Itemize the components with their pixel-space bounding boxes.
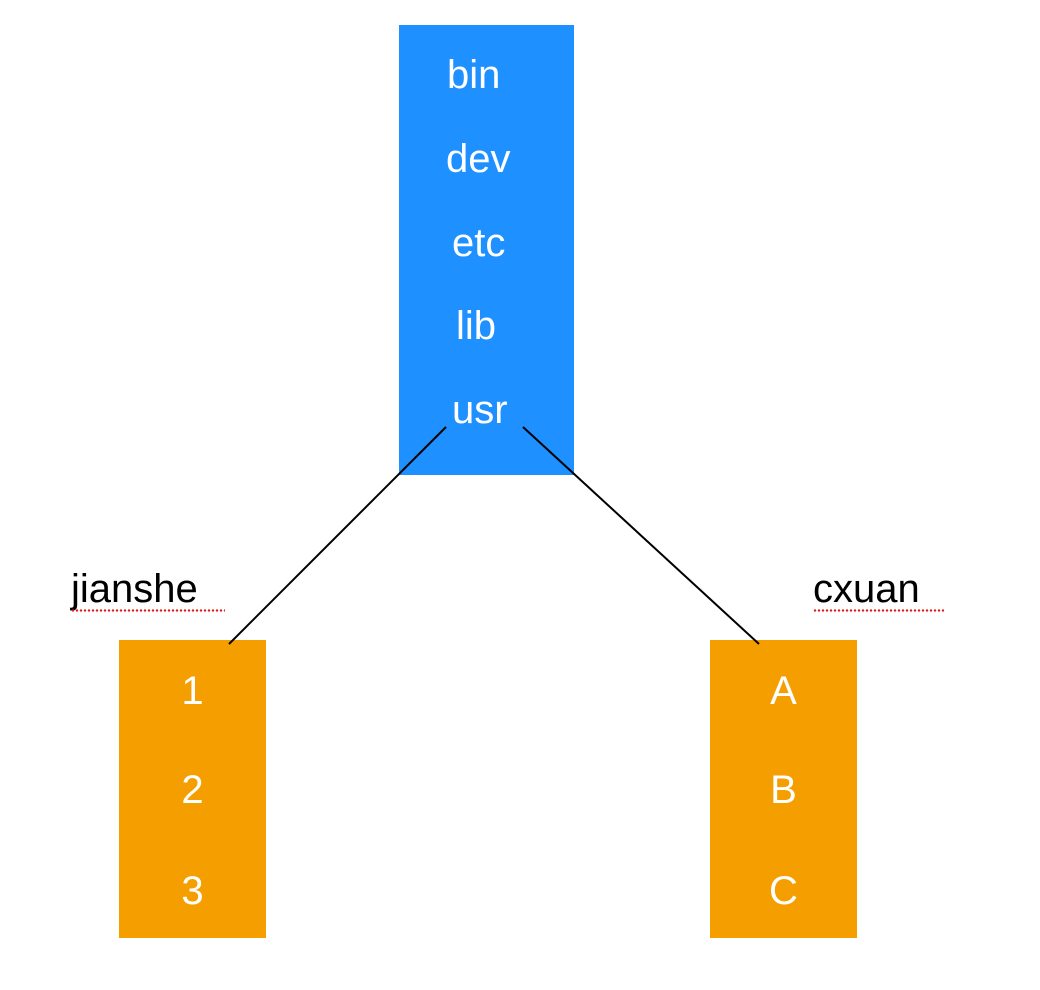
jianshe-directory-box: 1 2 3	[119, 640, 266, 938]
root-entry-dev: dev	[446, 137, 511, 181]
cxuan-spellcheck-underline	[813, 609, 944, 612]
cxuan-directory-box: A B C	[710, 640, 857, 938]
cxuan-entry-c: C	[769, 869, 798, 913]
jianshe-entry-1: 1	[181, 669, 204, 713]
cxuan-directory-label: cxuan	[813, 567, 920, 611]
cxuan-entry-b: B	[770, 768, 797, 812]
jianshe-entry-2: 2	[181, 768, 204, 812]
root-entry-etc: etc	[452, 221, 506, 265]
root-entry-usr: usr	[452, 388, 508, 432]
jianshe-entry-3: 3	[181, 869, 204, 913]
jianshe-directory-label: jianshe	[71, 567, 198, 611]
cxuan-entry-a: A	[770, 669, 797, 713]
root-directory-box: bin dev etc lib usr	[399, 25, 574, 475]
jianshe-spellcheck-underline	[71, 609, 225, 612]
root-entry-lib: lib	[456, 304, 497, 348]
root-entry-bin: bin	[447, 53, 501, 97]
